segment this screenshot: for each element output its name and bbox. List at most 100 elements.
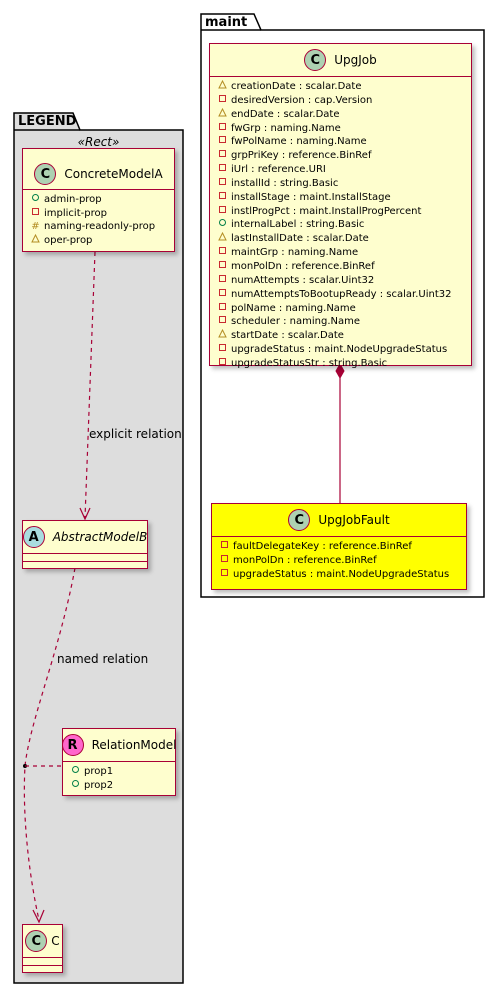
attribute-row: fwGrp : naming.Name <box>217 122 465 136</box>
attribute-text: admin-prop <box>44 194 102 205</box>
attribute-row: upgradeStatus : maint.NodeUpgradeStatus <box>219 568 460 582</box>
attribute-text: prop1 <box>84 766 114 777</box>
protected-visibility-icon <box>217 79 228 94</box>
attribute-row: desiredVersion : cap.Version <box>217 94 465 108</box>
public-visibility-icon <box>70 779 81 793</box>
concrete-model-a-name: ConcreteModelA <box>64 167 163 181</box>
attribute-row: internalLabel : string.Basic <box>217 218 465 232</box>
relation-model-attributes: prop1 prop2 <box>63 762 175 796</box>
attribute-text: installId : string.Basic <box>231 177 339 189</box>
upgjobfault-attributes: faultDelegateKey : reference.BinRef monPo… <box>212 537 466 585</box>
upgjob-class[interactable]: C UpgJob creationDate : scalar.Date desir… <box>209 43 472 369</box>
relation-badge-icon: R <box>61 734 84 756</box>
private-visibility-icon <box>217 205 228 219</box>
relation-model-header: R RelationModel <box>61 729 176 761</box>
upgjobfault-class[interactable]: C UpgJobFault faultDelegateKey : referen… <box>211 503 467 590</box>
attribute-text: monPolDn : reference.BinRef <box>231 260 375 272</box>
private-visibility-icon <box>217 246 228 260</box>
attribute-row: polName : naming.Name <box>217 302 465 316</box>
attribute-text: endDate : scalar.Date <box>231 108 340 120</box>
explicit-relation-arrowhead <box>79 507 91 521</box>
attribute-text: faultDelegateKey : reference.BinRef <box>233 541 412 552</box>
attribute-row: endDate : scalar.Date <box>217 107 465 122</box>
private-visibility-icon <box>219 540 230 554</box>
attribute-text: instlProgPct : maint.InstallProgPercent <box>231 205 422 217</box>
concrete-model-a-stereotype: «Rect» <box>77 135 120 149</box>
attribute-text: numAttempts : scalar.Uint32 <box>231 274 375 286</box>
private-visibility-icon <box>217 163 228 177</box>
class-badge-icon: C <box>34 163 57 185</box>
class-badge-icon: C <box>304 49 327 71</box>
attribute-text: iUrl : reference.URI <box>231 164 326 176</box>
private-visibility-icon <box>217 315 228 329</box>
attribute-row: admin-prop <box>30 193 168 207</box>
attribute-text: startDate : scalar.Date <box>231 330 344 342</box>
concrete-model-a-class[interactable]: «Rect» C ConcreteModelA admin-prop implic… <box>22 135 175 252</box>
upgjob-name: UpgJob <box>334 53 377 67</box>
attribute-text: creationDate : scalar.Date <box>231 81 362 92</box>
protected-visibility-icon <box>217 107 228 122</box>
private-visibility-icon <box>217 288 228 302</box>
class-badge-icon: C <box>25 930 48 952</box>
private-visibility-icon <box>217 94 228 108</box>
attribute-text: internalLabel : string.Basic <box>231 219 365 231</box>
maint-package-label: maint <box>205 15 248 30</box>
attribute-text: grpPriKey : reference.BinRef <box>231 150 372 162</box>
private-visibility-icon <box>30 207 41 221</box>
named-relation-arrowhead <box>32 909 45 924</box>
relation-model-class[interactable]: R RelationModel prop1 prop2 <box>61 728 176 796</box>
private-visibility-icon <box>217 122 228 136</box>
private-visibility-icon <box>217 191 228 205</box>
attribute-text: lastInstallDate : scalar.Date <box>231 233 369 245</box>
attribute-text: implicit-prop <box>44 207 107 219</box>
attribute-text: fwGrp : naming.Name <box>231 122 341 134</box>
explicit-relation-label: explicit relation <box>89 427 182 441</box>
upgjob-header: C UpgJob <box>210 44 471 76</box>
attribute-text: upgradeStatusStr : string.Basic <box>231 357 388 369</box>
attribute-row: oper-prop <box>30 233 168 248</box>
attribute-text: maintGrp : naming.Name <box>231 247 359 259</box>
c-name: C <box>51 934 60 948</box>
attribute-row: numAttemptsToBootupReady : scalar.Uint32 <box>217 288 465 302</box>
attribute-row: startDate : scalar.Date <box>217 329 465 343</box>
attribute-row: # naming-readonly-prop <box>30 221 168 234</box>
attribute-text: fwPolName : naming.Name <box>231 136 367 148</box>
protected-visibility-icon <box>217 329 228 343</box>
abstract-badge-icon: A <box>22 526 45 548</box>
abstract-model-b-name: AbstractModelB <box>52 530 148 544</box>
attribute-row: implicit-prop <box>30 207 168 221</box>
attribute-row: maintGrp : naming.Name <box>217 246 465 260</box>
protected-visibility-icon <box>217 232 228 246</box>
hash-visibility-icon: # <box>31 220 40 232</box>
attribute-row: upgradeStatusStr : string.Basic <box>217 357 465 371</box>
attribute-row: upgradeStatus : maint.NodeUpgradeStatus <box>217 343 465 357</box>
concrete-model-a-header: C ConcreteModelA <box>23 159 174 189</box>
attribute-text: scheduler : naming.Name <box>231 316 361 328</box>
abstract-model-b-header: A AbstractModelB <box>22 521 148 553</box>
abstract-model-b-class[interactable]: A AbstractModelB <box>22 520 148 569</box>
attribute-row: monPolDn : reference.BinRef <box>217 260 465 274</box>
c-class[interactable]: C C <box>22 924 63 973</box>
private-visibility-icon <box>219 554 230 568</box>
attribute-row: installId : string.Basic <box>217 177 465 191</box>
attribute-row: installStage : maint.InstallStage <box>217 191 465 205</box>
attribute-row: lastInstallDate : scalar.Date <box>217 232 465 246</box>
private-visibility-icon <box>217 357 228 371</box>
legend-package-label: LEGEND <box>18 114 77 129</box>
private-visibility-icon <box>217 302 228 316</box>
public-visibility-icon <box>217 218 228 232</box>
private-visibility-icon <box>217 149 228 163</box>
public-visibility-icon <box>30 193 41 207</box>
attribute-text: monPolDn : reference.BinRef <box>233 554 377 566</box>
attribute-row: prop2 <box>70 779 169 793</box>
private-visibility-icon <box>217 274 228 288</box>
attribute-row: grpPriKey : reference.BinRef <box>217 149 465 163</box>
private-visibility-icon <box>217 135 228 149</box>
attribute-row: faultDelegateKey : reference.BinRef <box>219 540 460 554</box>
attribute-row: numAttempts : scalar.Uint32 <box>217 274 465 288</box>
attribute-text: naming-readonly-prop <box>44 221 156 233</box>
private-visibility-icon <box>217 260 228 274</box>
attribute-row: monPolDn : reference.BinRef <box>219 554 460 568</box>
public-visibility-icon <box>70 765 81 779</box>
attribute-text: upgradeStatus : maint.NodeUpgradeStatus <box>231 344 448 356</box>
